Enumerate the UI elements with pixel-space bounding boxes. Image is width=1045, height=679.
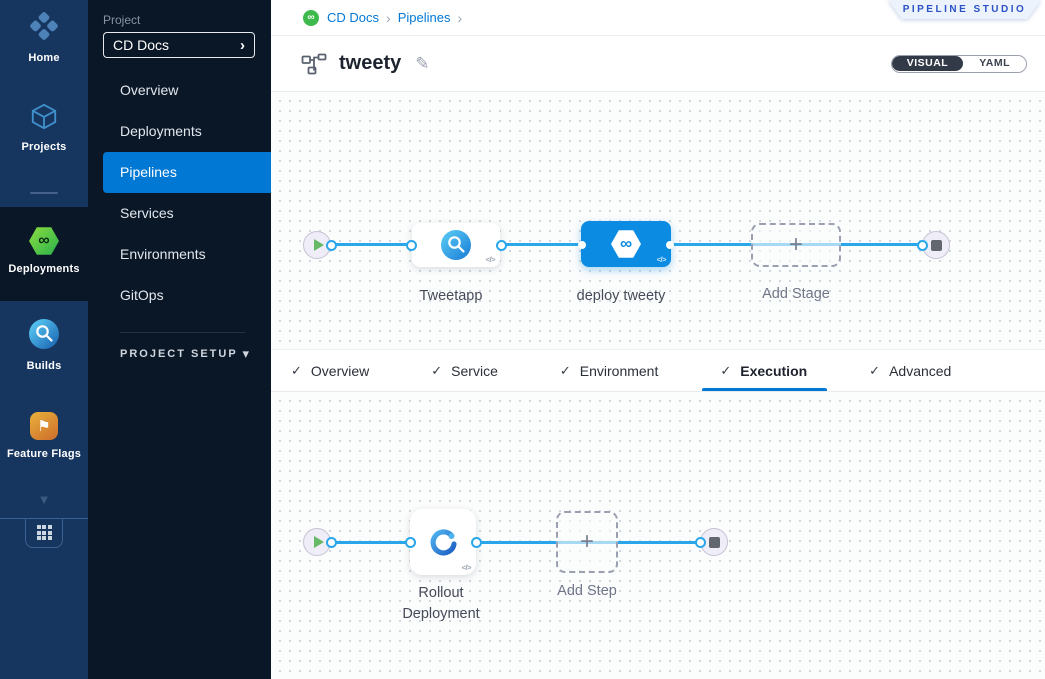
nav-item-deployments[interactable]: ∞ Deployments xyxy=(0,207,88,301)
project-label: Project xyxy=(103,13,140,27)
step-node-rollout-deployment[interactable]: </> xyxy=(410,509,476,575)
plus-icon: + xyxy=(580,530,594,554)
add-step-label: Add Step xyxy=(557,583,617,599)
main-content: ∞ CD Docs › Pipelines › PIPELINE STUDIO … xyxy=(271,0,1045,679)
project-setup-toggle[interactable]: PROJECT SETUP ▾ xyxy=(120,346,249,362)
stop-icon xyxy=(931,240,942,251)
check-icon: ✓ xyxy=(869,363,880,379)
execution-canvas[interactable]: </> + Rollout Deployment Add Step xyxy=(271,392,1045,679)
breadcrumb-separator: › xyxy=(386,10,391,26)
nav-item-builds[interactable]: Builds xyxy=(0,318,88,372)
toggle-visual-button[interactable]: VISUAL xyxy=(892,56,964,71)
step-label-rollout-deployment: Rollout Deployment xyxy=(383,583,499,625)
breadcrumb-separator: › xyxy=(457,10,462,26)
plus-icon: + xyxy=(789,233,803,257)
stage-label-deploy-tweety: deploy tweety xyxy=(577,288,666,304)
module-nav: Home Projects ∞ Deployments xyxy=(0,0,88,679)
projects-icon xyxy=(28,100,60,132)
tab-overview[interactable]: ✓ Overview xyxy=(291,350,369,391)
breadcrumb-bar: ∞ CD Docs › Pipelines › PIPELINE STUDIO xyxy=(271,0,1045,36)
connector-port[interactable] xyxy=(917,240,928,251)
builds-icon xyxy=(28,318,60,350)
tab-environment[interactable]: ✓ Environment xyxy=(560,350,659,391)
tab-advanced[interactable]: ✓ Advanced xyxy=(869,350,951,391)
project-setup-label: PROJECT SETUP xyxy=(120,348,238,360)
cd-module-icon: ∞ xyxy=(303,10,319,26)
nav-expand-chevron-icon[interactable]: ▼ xyxy=(0,492,88,507)
nav-label: Builds xyxy=(0,360,88,372)
sidebar-menu: Overview Deployments Pipelines Services … xyxy=(88,70,271,316)
deployments-icon: ∞ xyxy=(28,225,60,257)
feature-flags-icon: ⚑ xyxy=(28,410,60,442)
edit-pencil-icon[interactable]: ✎ xyxy=(415,54,429,74)
sidebar-item-gitops[interactable]: GitOps xyxy=(88,275,271,316)
pipeline-title-bar: tweety ✎ VISUAL YAML xyxy=(271,36,1045,92)
sidebar-item-services[interactable]: Services xyxy=(88,193,271,234)
check-icon: ✓ xyxy=(560,363,571,379)
toggle-yaml-button[interactable]: YAML xyxy=(963,56,1026,71)
add-stage-button[interactable]: + xyxy=(751,223,841,267)
nav-divider xyxy=(30,192,58,194)
nav-item-feature-flags[interactable]: ⚑ Feature Flags xyxy=(0,410,88,460)
connector-port[interactable] xyxy=(326,537,337,548)
connector-port[interactable] xyxy=(406,240,417,251)
check-icon: ✓ xyxy=(291,363,302,379)
pipeline-flow-icon xyxy=(301,53,327,75)
breadcrumb-project-link[interactable]: CD Docs xyxy=(327,10,379,25)
stage-canvas[interactable]: </> ∞ </> + Tweetapp deploy tweety xyxy=(271,92,1045,349)
code-icon: </> xyxy=(462,563,471,572)
sidebar-item-environments[interactable]: Environments xyxy=(88,234,271,275)
connector-port[interactable] xyxy=(326,240,337,251)
stage-label-tweetapp: Tweetapp xyxy=(420,288,483,304)
sidebar-divider xyxy=(120,332,245,333)
nav-label: Projects xyxy=(0,141,88,153)
nav-item-projects[interactable]: Projects xyxy=(0,100,88,153)
visual-yaml-toggle: VISUAL YAML xyxy=(891,55,1027,73)
play-icon xyxy=(314,536,324,548)
stage-tabbar: ✓ Overview ✓ Service ✓ Environment ✓ Exe… xyxy=(271,349,1045,392)
add-stage-label: Add Stage xyxy=(762,286,830,302)
connector-port[interactable] xyxy=(405,537,416,548)
stop-icon xyxy=(709,537,720,548)
app-grid-button[interactable] xyxy=(25,518,63,548)
sidebar-item-pipelines[interactable]: Pipelines xyxy=(103,152,271,193)
home-icon xyxy=(28,10,60,42)
check-icon: ✓ xyxy=(720,363,731,379)
nav-label: Feature Flags xyxy=(0,448,88,460)
breadcrumb-pipelines-link[interactable]: Pipelines xyxy=(398,10,451,25)
nav-label: Home xyxy=(0,52,88,64)
play-icon xyxy=(314,239,324,251)
chevron-right-icon: › xyxy=(240,38,245,53)
code-icon: </> xyxy=(657,255,666,264)
project-sidebar: Project CD Docs › Overview Deployments P… xyxy=(88,0,271,679)
sidebar-item-deployments[interactable]: Deployments xyxy=(88,111,271,152)
pipeline-studio-badge: PIPELINE STUDIO xyxy=(888,0,1041,19)
nav-label: Deployments xyxy=(0,263,88,275)
pipeline-title: tweety xyxy=(339,52,401,75)
project-name: CD Docs xyxy=(113,37,169,53)
connector-port xyxy=(578,241,586,249)
chevron-down-icon: ▾ xyxy=(242,346,249,362)
stage-node-tweetapp[interactable]: </> xyxy=(412,223,500,267)
connector-port xyxy=(666,241,674,249)
check-icon: ✓ xyxy=(431,363,442,379)
tab-execution[interactable]: ✓ Execution xyxy=(720,350,807,391)
grid-icon xyxy=(37,525,52,540)
connector-port[interactable] xyxy=(496,240,507,251)
tab-service[interactable]: ✓ Service xyxy=(431,350,498,391)
nav-item-home[interactable]: Home xyxy=(0,10,88,64)
code-icon: </> xyxy=(486,255,495,264)
project-selector[interactable]: CD Docs › xyxy=(103,32,255,58)
add-step-button[interactable]: + xyxy=(556,511,618,573)
step-connector-line xyxy=(331,541,700,544)
stage-node-deploy-tweety[interactable]: ∞ </> xyxy=(581,221,671,267)
sidebar-item-overview[interactable]: Overview xyxy=(88,70,271,111)
connector-port[interactable] xyxy=(695,537,706,548)
connector-port[interactable] xyxy=(471,537,482,548)
